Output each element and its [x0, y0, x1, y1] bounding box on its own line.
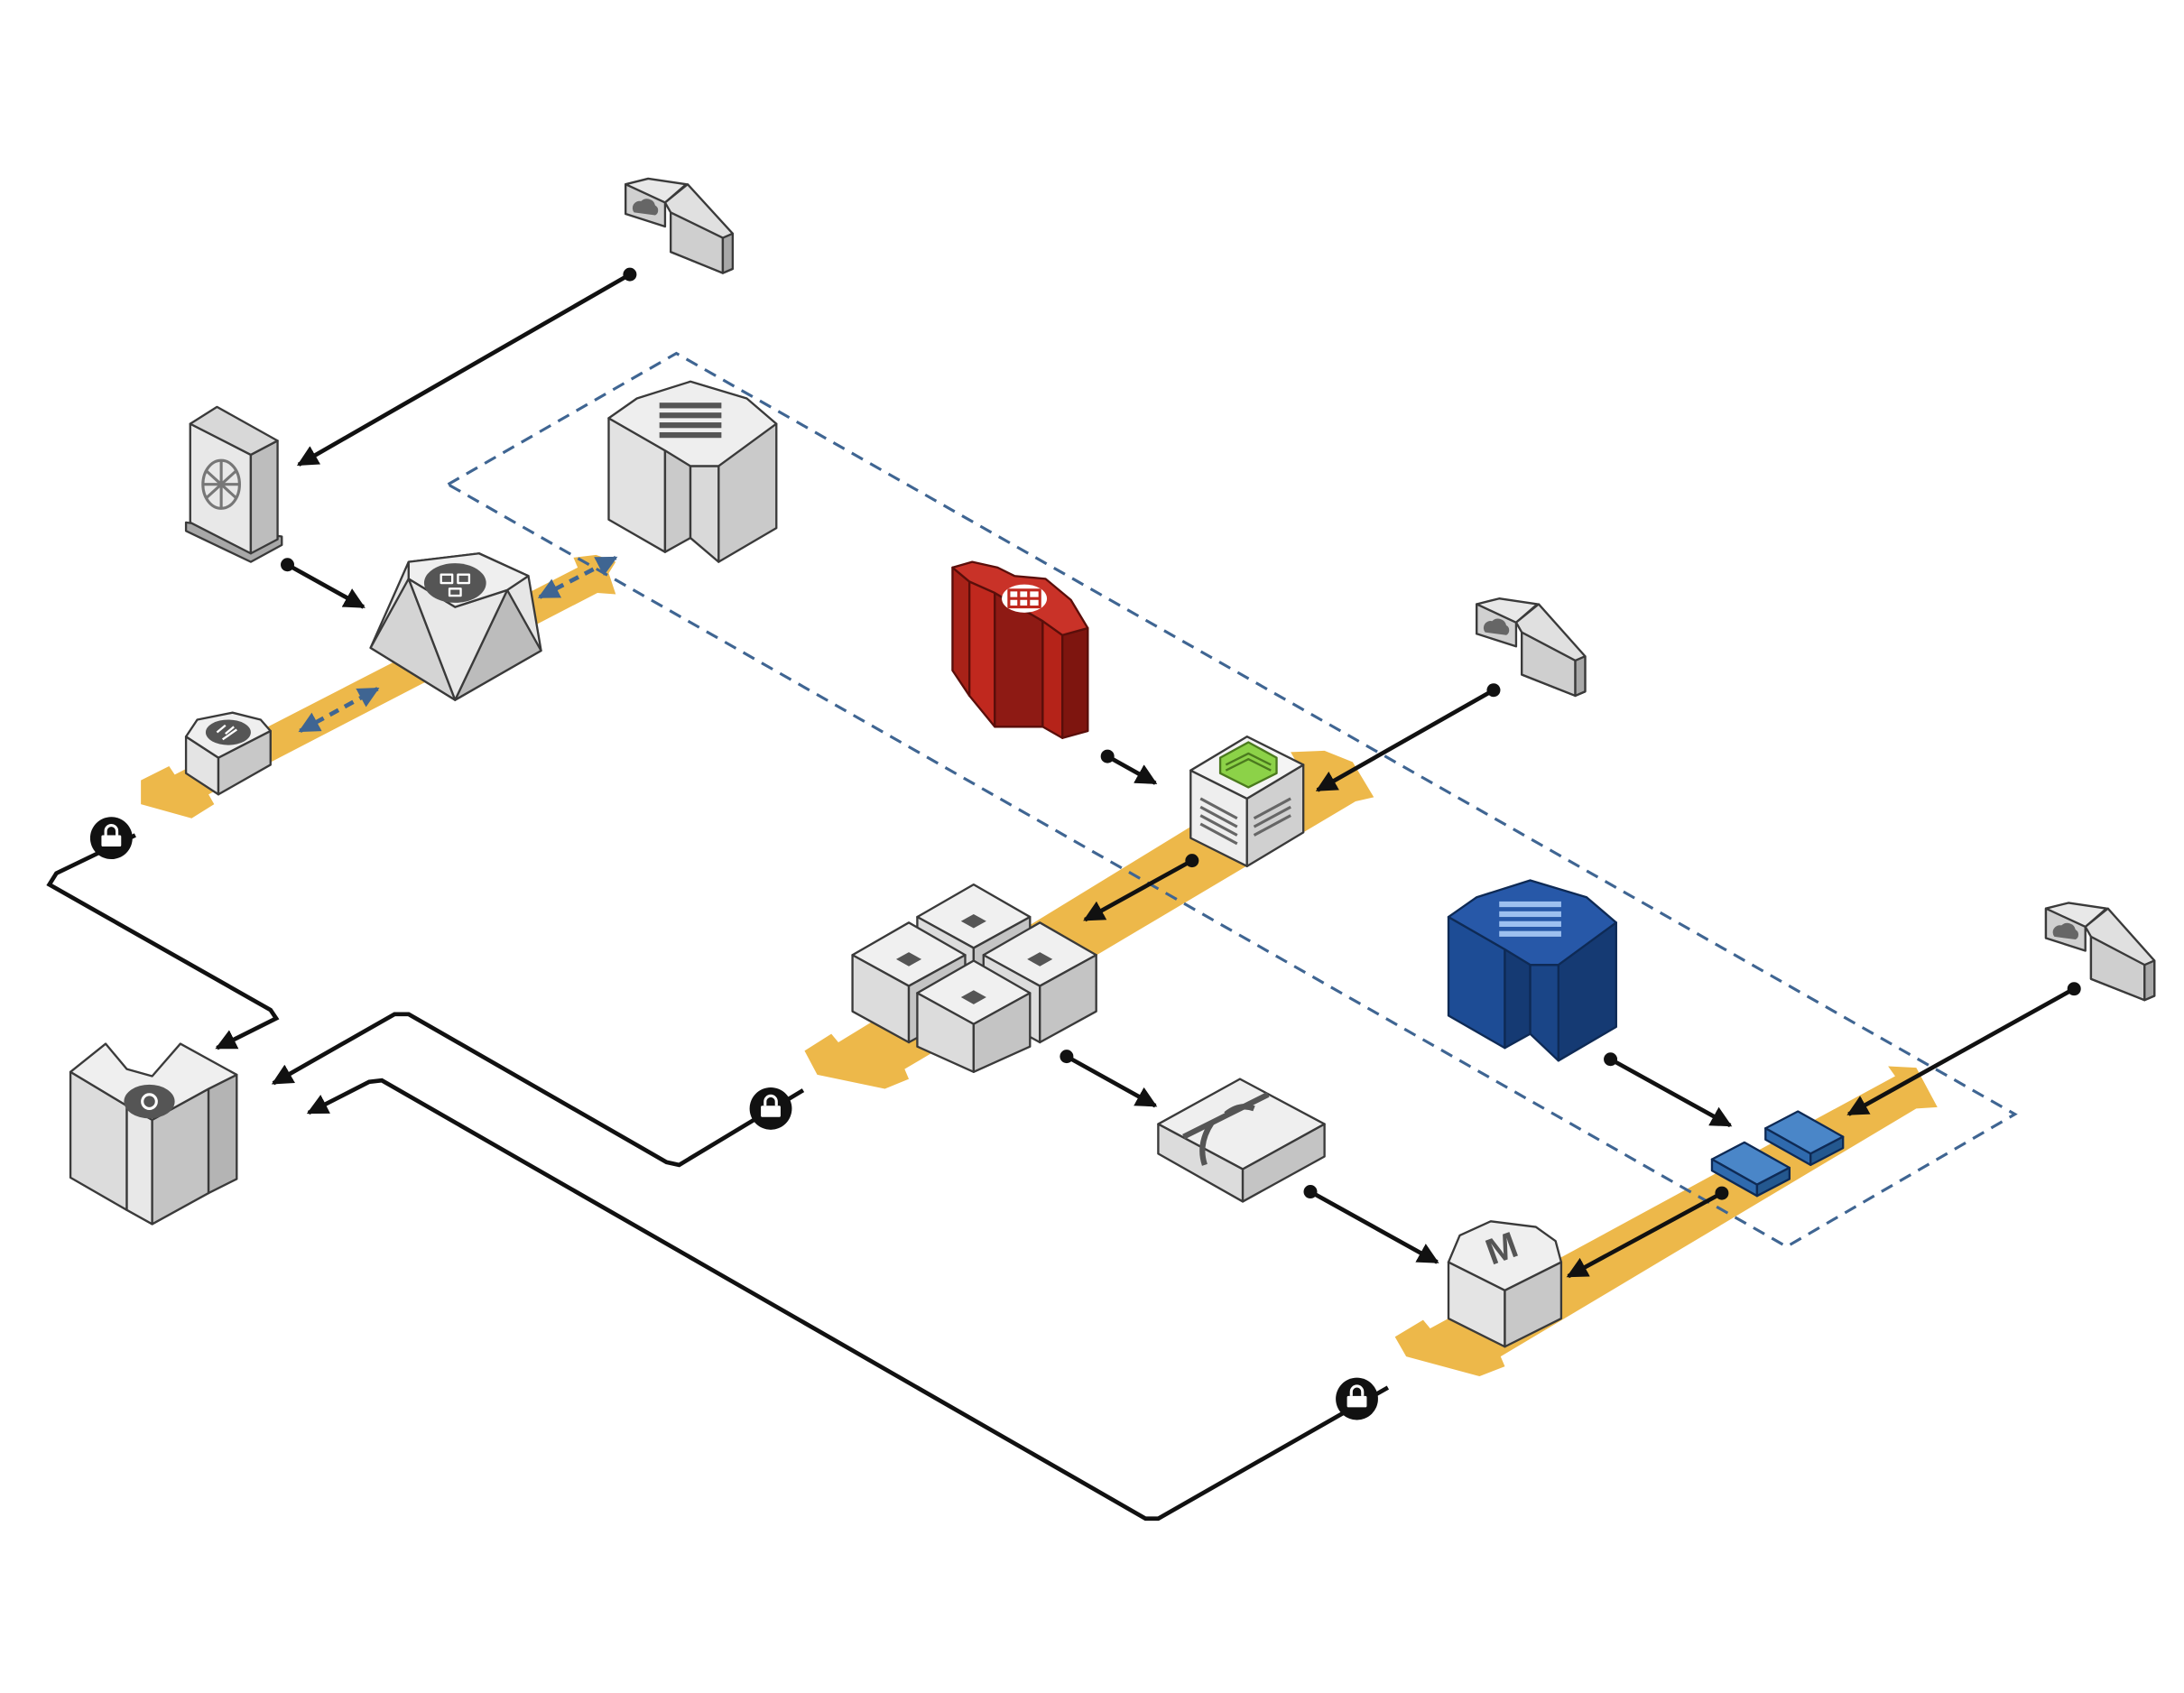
blue-store[interactable] — [1447, 879, 1617, 1062]
text-lines-icon — [1199, 797, 1291, 846]
arrow-cluster-to-package — [1060, 1050, 1158, 1108]
instance-box-front — [916, 959, 1032, 1073]
cloud-icon — [2052, 922, 2079, 940]
package[interactable] — [1157, 1078, 1326, 1203]
vpn-lock-icon — [1336, 1377, 1378, 1420]
vpn-lock-icon — [89, 817, 133, 860]
arrow-reddb-to-webserver — [1100, 749, 1158, 785]
arrow-bluestore-to-blueinstances — [1604, 1052, 1733, 1128]
arrow-client-top-to-dns — [296, 267, 637, 467]
bow-icon — [1182, 1091, 1270, 1166]
gateway[interactable] — [369, 552, 542, 701]
arrow-dns-to-gateway — [281, 558, 366, 609]
monitor[interactable]: M — [1447, 1220, 1563, 1348]
arrow-package-to-monitor — [1303, 1185, 1439, 1264]
arrow-webserver-to-cluster — [1083, 854, 1199, 922]
client-middle[interactable] — [1476, 597, 1587, 698]
grid-icon — [659, 402, 722, 439]
gear-document-icon — [124, 1084, 175, 1119]
arrow-blueinstances-to-monitor — [1566, 1186, 1729, 1279]
instance-cluster[interactable] — [851, 883, 1097, 1073]
database-table-icon — [1002, 584, 1048, 613]
cloud-icon — [632, 199, 659, 216]
vpn-connection-bottom — [306, 1078, 1390, 1522]
blue-pad-right — [1764, 1110, 1845, 1167]
globe-icon — [201, 458, 241, 510]
blue-pad-left — [1710, 1141, 1791, 1198]
arrow-gateway-to-warehouse — [537, 555, 618, 599]
blue-instances[interactable] — [1710, 1110, 1845, 1198]
arrow-small-to-gateway — [298, 687, 380, 734]
web-server[interactable] — [1189, 735, 1305, 868]
dns-server[interactable] — [184, 405, 283, 563]
hub[interactable] — [69, 1042, 238, 1226]
network-tree-icon — [423, 563, 486, 603]
arrow-client-middle-to-webserver — [1315, 683, 1501, 792]
vpn-connection-left — [46, 833, 280, 1050]
warehouse[interactable] — [607, 380, 778, 563]
instance-icon — [960, 913, 986, 929]
small-node[interactable] — [184, 711, 272, 796]
arrow-client-right-to-blueinstances — [1846, 982, 2081, 1116]
client-right[interactable] — [2044, 902, 2156, 1002]
cloud-icon — [1483, 618, 1510, 635]
client-top[interactable] — [625, 177, 735, 274]
branch-icon — [205, 719, 251, 745]
grid-icon — [1499, 901, 1561, 937]
green-stack-icon — [1218, 741, 1278, 789]
vpn-lock-icon — [749, 1087, 792, 1130]
vpn-connection-middle — [271, 1012, 805, 1168]
red-db[interactable] — [951, 560, 1089, 739]
